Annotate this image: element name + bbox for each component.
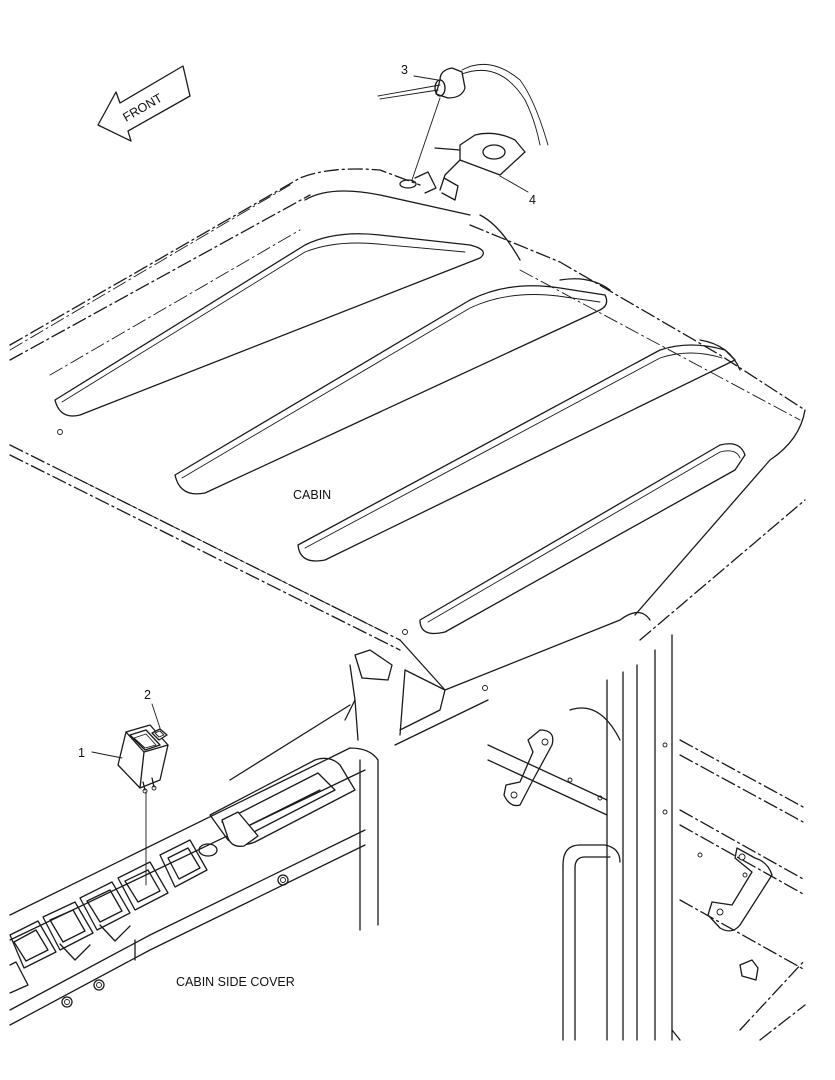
- callout-2: 2: [144, 688, 151, 702]
- cabin-side-cover: CABIN SIDE COVER: [9, 747, 379, 1026]
- front-arrow: FRONT: [97, 65, 191, 142]
- cabin-label: CABIN: [293, 488, 331, 502]
- rocker-switch-assembly: [91, 703, 169, 886]
- callout-1: 1: [78, 746, 85, 760]
- roof-brackets: [229, 649, 489, 781]
- callout-4: 4: [529, 193, 536, 207]
- cabin-roof: CABIN: [9, 168, 806, 691]
- callout-3: 3: [401, 63, 408, 77]
- front-label: FRONT: [121, 91, 166, 125]
- cabin-side-cover-label: CABIN SIDE COVER: [176, 975, 295, 989]
- cabin-frame: [487, 634, 806, 1041]
- roof-lamp-assembly: [377, 63, 549, 201]
